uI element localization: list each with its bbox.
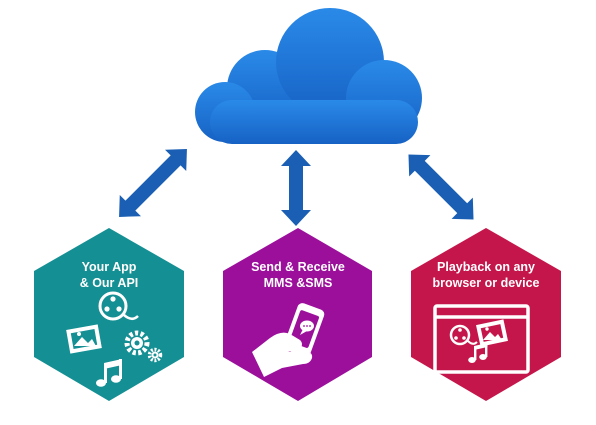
gear-icon (124, 330, 163, 363)
browser-window-icon (433, 304, 530, 374)
arrow-center-double (281, 150, 311, 226)
music-note-icon (96, 359, 122, 387)
photo-icon (66, 324, 102, 354)
hexagon-playback: Playback on any browser or device (411, 228, 561, 401)
cloud-icon (195, 8, 422, 144)
hexagon-app: Your App & Our API (34, 228, 184, 401)
hexagon-messaging: Send & Receive MMS &SMS (223, 228, 372, 401)
messaging-hex-title-line2: MMS &SMS (264, 276, 333, 290)
messaging-hex-title-line1: Send & Receive (251, 260, 345, 274)
music-note-icon (468, 343, 488, 363)
app-hex-title-line1: Your App (82, 260, 137, 274)
app-hex-title-line2: & Our API (80, 276, 139, 290)
film-reel-icon (449, 324, 478, 346)
chat-bubble-icon (300, 320, 314, 335)
playback-hex-title-line2: browser or device (433, 276, 540, 290)
arrow-right-double (408, 154, 474, 220)
film-reel-icon (98, 291, 139, 321)
playback-hex-title-line1: Playback on any (437, 260, 535, 274)
photo-icon (476, 319, 508, 347)
arrow-left-double (119, 149, 187, 217)
